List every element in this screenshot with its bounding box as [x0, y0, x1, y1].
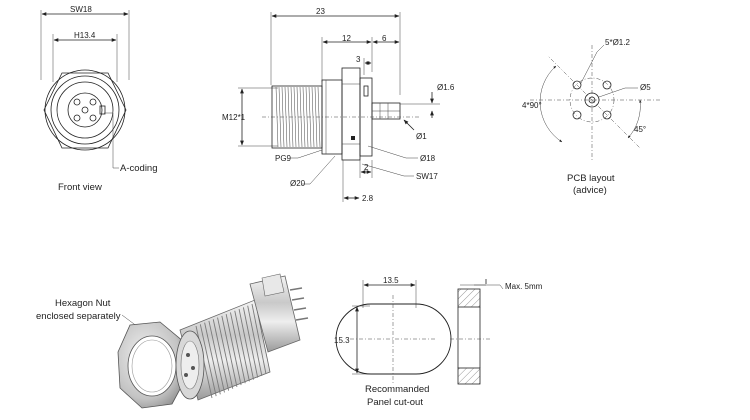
angle-45: 45°: [634, 125, 646, 134]
panel-bottom-section: [457, 367, 481, 385]
thread-label: M12*1: [222, 113, 246, 122]
cutout-caption-2: Panel cut-out: [367, 397, 423, 408]
hex-nut-render: [117, 321, 187, 409]
front-view: SW18 H13.4 A-coding Front view: [40, 5, 158, 193]
product-render: Hexagon Nut enclosed separately: [36, 273, 309, 409]
pcb-caption-1: PCB layout: [567, 173, 615, 184]
pin-1: [73, 98, 81, 106]
pcb-hole-4: [602, 110, 612, 120]
dim-23: 23: [316, 7, 325, 16]
sw17-label: SW17: [416, 172, 438, 181]
nut-label-2: enclosed separately: [36, 311, 121, 322]
dim-2: 2: [364, 163, 369, 172]
pin-3: [73, 114, 81, 122]
panel-cutout: 13.5 15.3 Recommanded Panel cut-out: [334, 276, 452, 408]
dia-20: Ø20: [290, 179, 306, 188]
pcb-caption-2: (advice): [573, 185, 607, 196]
holes-label: 5*Ø1.2: [605, 38, 630, 47]
cutout-shape: [335, 303, 452, 375]
cutout-height: 15.3: [334, 336, 350, 345]
max-thickness: Max. 5mm: [505, 282, 543, 291]
pin-2: [89, 98, 97, 106]
dim-12: 12: [342, 34, 351, 43]
pcb-layout: 5*Ø1.2 Ø5 4*90° 45° PCB layout (advice): [522, 38, 660, 196]
side-view: 23 12 6 3 M12*1: [222, 7, 455, 203]
pin-4: [89, 114, 97, 122]
panel-top-section: [457, 288, 481, 308]
cutout-caption-1: Recommanded: [365, 384, 429, 395]
hex-nut-side: [341, 67, 361, 161]
dim-2-8: 2.8: [362, 194, 374, 203]
angle-90: 4*90°: [522, 101, 542, 110]
connector-render: [175, 273, 309, 401]
h13-4-label: H13.4: [74, 31, 96, 40]
dia-18: Ø18: [420, 154, 436, 163]
dia-1: Ø1: [416, 132, 427, 141]
pcb-hole-2: [602, 80, 612, 90]
pcb-hole-5: [588, 96, 596, 104]
sw18-label: SW18: [70, 5, 92, 14]
dia-5: Ø5: [640, 83, 651, 92]
pg9-label: PG9: [275, 154, 292, 163]
nut-label-1: Hexagon Nut: [55, 298, 111, 309]
pcb-hole-3: [572, 110, 582, 120]
dim-6: 6: [382, 34, 387, 43]
panel-section: Max. 5mm: [450, 279, 543, 385]
pcb-hole-1: [572, 80, 582, 90]
hexagon-outline: [43, 72, 127, 149]
front-view-caption: Front view: [58, 182, 102, 193]
a-coding-label: A-coding: [120, 163, 158, 174]
cutout-width: 13.5: [383, 276, 399, 285]
pin-5: [81, 106, 89, 114]
dim-3: 3: [356, 55, 361, 64]
dia-1-6: Ø1.6: [437, 83, 455, 92]
